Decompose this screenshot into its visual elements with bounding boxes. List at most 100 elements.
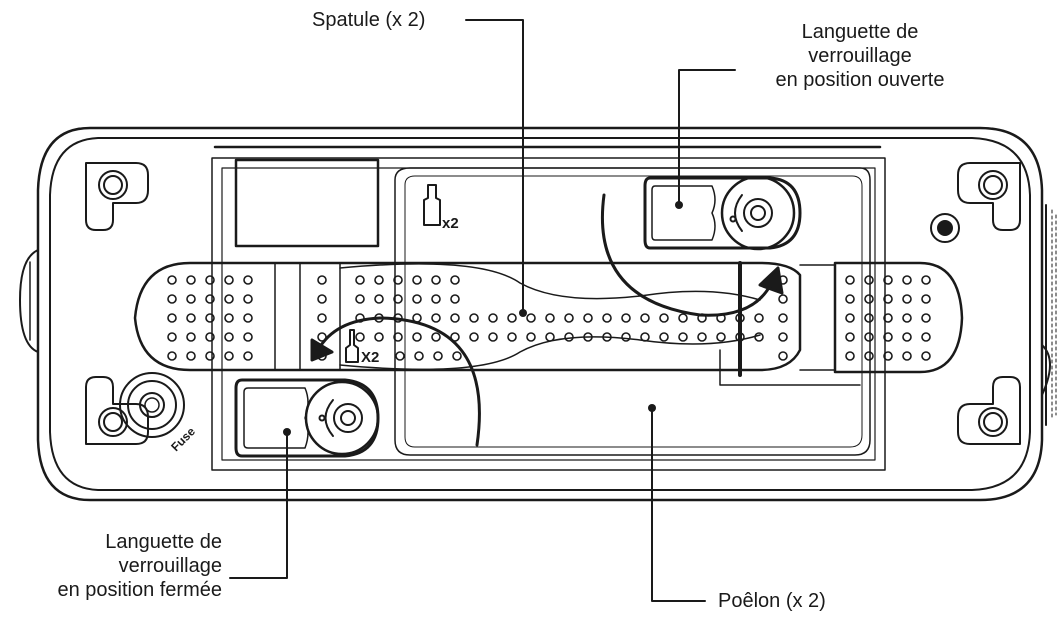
perforation-dot [902,275,912,285]
perforation-dot [921,332,931,342]
spatula-icon [345,329,359,363]
pan-recess [394,167,871,456]
perforation-dot [450,313,460,323]
inner-tray [211,157,886,471]
perforation-dot [545,332,555,342]
perforation-dot [883,294,893,304]
perforation-dot [864,313,874,323]
perforation-dot [355,294,365,304]
top-left-recess [234,158,380,248]
perforation-dot [678,332,688,342]
perforation-dot [545,313,555,323]
perforation-dot [433,351,443,361]
perforation-dot [374,332,384,342]
perforation-dot [452,351,462,361]
perforation-dot [395,351,405,361]
perforation-dot [186,313,196,323]
perforation-dot [583,332,593,342]
label-pan: Poêlon (x 2) [718,590,826,612]
perforation-dot [845,275,855,285]
perforation-dot [469,313,479,323]
lock-tab-closed [234,378,380,458]
perforation-dot [205,275,215,285]
perforation-dot [564,332,574,342]
fuse-knob [119,372,185,438]
perforation-dot [564,313,574,323]
perforation-dot [778,313,788,323]
perforation-dot [412,294,422,304]
perforation-dot [526,332,536,342]
label-lock-closed: Languette de verrouillage en position fe… [57,531,222,601]
perforation-dot [883,313,893,323]
perforations [167,275,931,361]
perforation-dot [167,332,177,342]
rotation-arrows [310,193,784,447]
perforation-dot [621,313,631,323]
perforation-dot [243,332,253,342]
perforation-dot [640,332,650,342]
perforation-dot [186,275,196,285]
perforation-dot [317,294,327,304]
perforation-dot [845,313,855,323]
perforation-dot [167,294,177,304]
perforation-dot [902,332,912,342]
perforation-dot [186,332,196,342]
perforation-dot [583,313,593,323]
perforation-dot [355,332,365,342]
perforation-dot [205,294,215,304]
perforation-dot [412,332,422,342]
perforation-dot [716,332,726,342]
perforation-dot [864,351,874,361]
perforation-dot [469,332,479,342]
pan-icon [423,184,441,226]
perforation-dot [864,294,874,304]
pan-count-text: x2 [442,215,459,232]
perforation-dot [414,351,424,361]
perforation-dot [205,351,215,361]
corner-feet [85,162,1021,445]
perforation-dot [431,275,441,285]
perforation-dot [883,351,893,361]
indicator-button [930,213,960,243]
perforation-dot [778,332,788,342]
perforation-dot [621,332,631,342]
perforation-dot [488,332,498,342]
perforation-dot [778,294,788,304]
perforation-dot [224,313,234,323]
perforation-dot [393,275,403,285]
perforation-dot [243,313,253,323]
perforation-dot [355,275,365,285]
perforation-dot [507,313,517,323]
perforation-dot [205,313,215,323]
perforation-dot [921,275,931,285]
perforation-dot [883,275,893,285]
perforation-dot [754,332,764,342]
perforation-dot [864,332,874,342]
perforation-dot [205,332,215,342]
lock-tab-open [643,175,802,251]
spatula-band [133,261,802,372]
perforation-dot [845,332,855,342]
perforation-dot [640,313,650,323]
perforation-dot [921,313,931,323]
perforation-dot [450,294,460,304]
perforation-dot [507,332,517,342]
perforation-dot [778,351,788,361]
perforation-dot [243,351,253,361]
perforation-dot [678,313,688,323]
left-handle [19,249,39,353]
perforation-dot [697,332,707,342]
perforation-dot [902,294,912,304]
perforation-dot [921,351,931,361]
perforation-dot [317,275,327,285]
perforation-dot [393,332,403,342]
perforation-dot [167,351,177,361]
callout-lines [229,19,736,602]
perforation-dot [754,313,764,323]
perforation-dot [317,313,327,323]
perforation-dot [412,275,422,285]
perforation-dot [374,294,384,304]
perforation-dot [902,313,912,323]
